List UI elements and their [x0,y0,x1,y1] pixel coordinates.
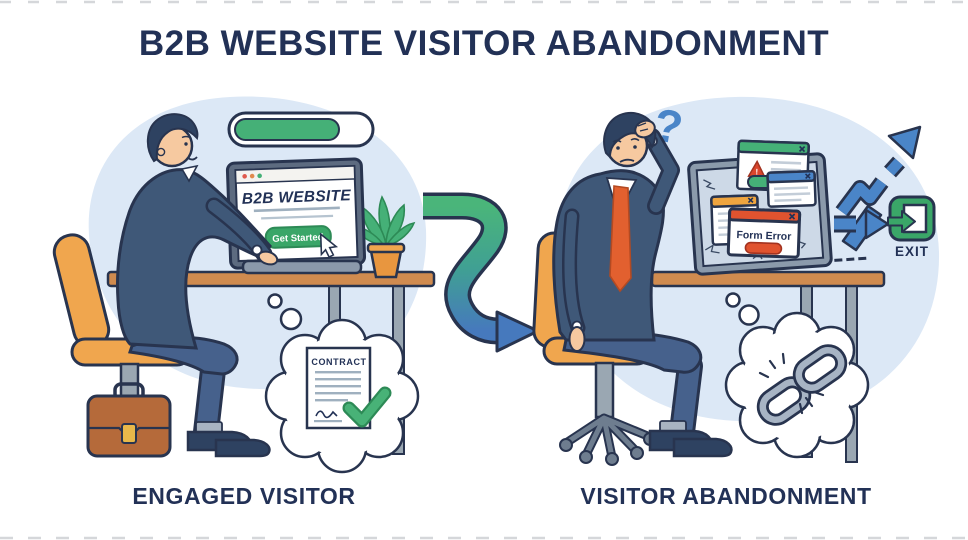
signature [315,410,338,419]
chair-wheel [559,438,573,452]
frown [619,158,635,163]
popup-form-error: Form Error [726,207,802,259]
form-error-label: Form Error [736,229,791,243]
svg-text:!: ! [755,167,758,176]
shoe [214,438,271,458]
transition-arrow [423,192,540,353]
right-scene: ? [532,96,940,466]
shirt-cuff [251,244,263,256]
site-title: B2B WEBSITE [242,187,352,208]
right-caption: VISITOR ABANDONMENT [580,483,872,509]
person-raised-arm [645,130,678,213]
chair-wheel [605,452,619,466]
plant [350,195,416,279]
cta-button [264,225,332,249]
laptop: B2B WEBSITE Get Started [225,157,367,275]
close-icon [788,213,796,220]
close-icon [798,145,806,153]
laptop-base [241,259,363,275]
chair-base [559,413,657,466]
person-hand [257,250,279,266]
browser-bar [234,165,356,184]
ear [156,147,166,157]
window-dot-icon [249,173,255,179]
thought-dot [725,292,741,308]
person-hand [568,326,586,352]
shoe [672,437,733,458]
person-torso [552,169,665,342]
thought-dot [279,307,303,331]
page-title: B2B WEBSITE VISITOR ABANDONMENT [138,24,830,63]
plant-pot [369,249,403,279]
chair-stem [119,362,140,400]
popup-blue [766,169,817,208]
worried-eyebrows [612,138,640,143]
broken-chain-icon [756,344,848,426]
close-icon [747,197,754,204]
smile [187,156,198,161]
fingers [637,122,649,132]
progress-bar [227,111,375,148]
engaged-person [116,113,279,458]
window-dot-icon [242,174,247,179]
chair-wheel [579,450,593,464]
break-sparks [758,352,825,415]
exit-icon: EXIT [887,195,936,259]
cursor-icon [319,232,339,259]
close-icon [804,173,811,179]
briefcase-clasp [121,423,137,444]
person-arm [564,211,583,333]
broken-arrows [834,125,922,252]
eye [633,145,637,149]
error-popups: ! [710,139,817,259]
eyebrow [181,135,191,139]
progress-fill [234,118,340,141]
window-dot-icon [257,173,262,179]
left-scene: CONTRACT [52,96,436,474]
person-hair [146,113,199,163]
frustrated-person [552,112,733,458]
left-caption: ENGAGED VISITOR [132,483,356,509]
contract-title: CONTRACT [311,357,366,367]
briefcase [86,382,172,458]
checkmark-icon [342,386,392,428]
shirt-collar [180,164,199,183]
chair-stem [594,361,615,419]
thought-dot [267,293,283,309]
chair-wheel [630,446,644,460]
zigzag-arrow-shaft [837,178,887,216]
eye [184,142,188,146]
arrowhead [495,310,540,353]
eye [616,146,620,150]
exit-label: EXIT [895,244,929,259]
thought-bubble-broken-link [724,292,870,459]
error-button [744,241,783,255]
tie [609,185,632,293]
desk-top [650,270,886,288]
exit-arrow [887,210,916,233]
thought-bubble-contract: CONTRACT [264,293,420,474]
cta-label: Get Started [272,232,324,245]
up-arrowhead [887,125,922,160]
right-arrowhead [864,208,890,240]
thought-dot [738,304,760,326]
